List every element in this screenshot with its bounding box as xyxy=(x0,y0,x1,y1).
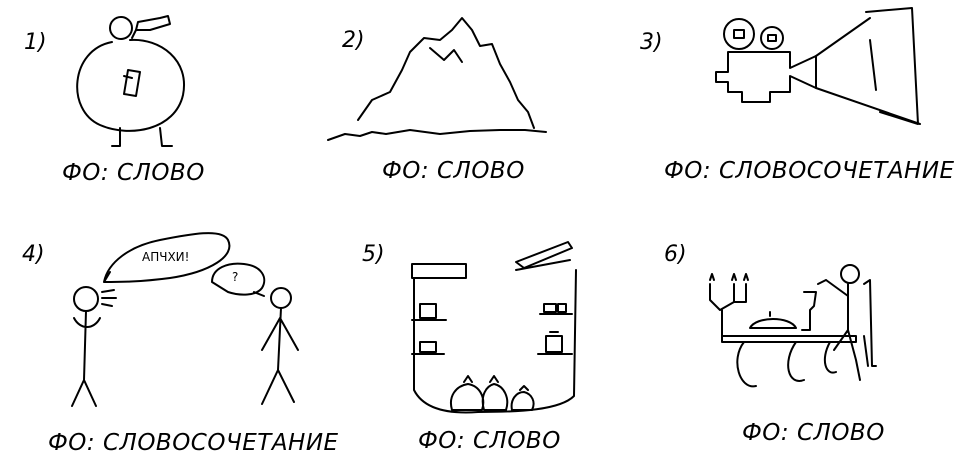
cup-icon xyxy=(123,69,141,97)
sneezer-head xyxy=(73,286,99,312)
panel-3-drawing xyxy=(715,7,921,125)
panel-3-number: 3) xyxy=(640,30,663,55)
bin-outline xyxy=(413,269,577,414)
diner-head xyxy=(840,264,860,284)
film-reel-left xyxy=(723,18,755,50)
round-man-legs xyxy=(111,127,173,147)
film-reel-right xyxy=(760,26,784,50)
round-man-body xyxy=(76,38,186,132)
panel-6-number: 6) xyxy=(664,242,687,267)
round-man-arm xyxy=(131,29,137,39)
panel-2-caption: ФО: СЛОВО xyxy=(382,158,525,184)
mountain-ridge xyxy=(429,47,463,63)
chair xyxy=(863,279,877,367)
panel-4-caption: ФО: СЛОВОСОЧЕТАНИЕ xyxy=(48,430,339,456)
left-lid xyxy=(411,263,467,279)
panel-6-drawing xyxy=(709,264,877,388)
panel-3-caption: ФО: СЛОВОСОЧЕТАНИЕ xyxy=(664,158,955,184)
panel-6-caption: ФО: СЛОВО xyxy=(742,420,885,446)
panel-2-number: 2) xyxy=(342,28,365,53)
sneeze-lines xyxy=(101,289,117,307)
panel-5-number: 5) xyxy=(362,242,385,267)
box-left xyxy=(419,341,437,353)
dish xyxy=(749,311,797,329)
thought-bubble xyxy=(211,262,266,297)
panel-4-number: 4) xyxy=(22,242,45,267)
mountain-outline xyxy=(357,17,535,129)
sneezer-body xyxy=(71,310,101,407)
speech-bubble xyxy=(103,232,231,283)
thought-text: ? xyxy=(232,270,239,284)
listener-body xyxy=(261,307,299,405)
camera-icon xyxy=(135,15,171,31)
light-beam xyxy=(815,17,921,125)
kettle-right xyxy=(545,331,563,353)
table-top xyxy=(721,335,857,343)
listener-head xyxy=(270,287,292,309)
table-legs xyxy=(736,341,837,388)
wine-glass xyxy=(801,291,817,331)
panel-2-drawing xyxy=(327,17,547,141)
sneeze-text: АПЧХИ! xyxy=(142,250,190,264)
ground-line xyxy=(327,129,547,141)
panel-1-caption: ФО: СЛОВО xyxy=(62,160,205,186)
panel-5-drawing xyxy=(411,241,577,414)
projector-body xyxy=(715,51,817,103)
right-lid xyxy=(515,241,573,271)
panel-1-number: 1) xyxy=(24,30,47,55)
diner-body xyxy=(817,279,861,381)
trash-bags xyxy=(450,383,535,411)
jar-left xyxy=(419,303,437,319)
panel-1-drawing xyxy=(76,15,186,147)
candelabra-left xyxy=(709,283,747,337)
candle-flames xyxy=(709,273,749,281)
round-man-head xyxy=(109,16,133,40)
books-right xyxy=(543,303,567,313)
screen xyxy=(865,7,919,125)
panel-5-caption: ФО: СЛОВО xyxy=(418,428,561,454)
panel-4-drawing xyxy=(71,232,299,407)
